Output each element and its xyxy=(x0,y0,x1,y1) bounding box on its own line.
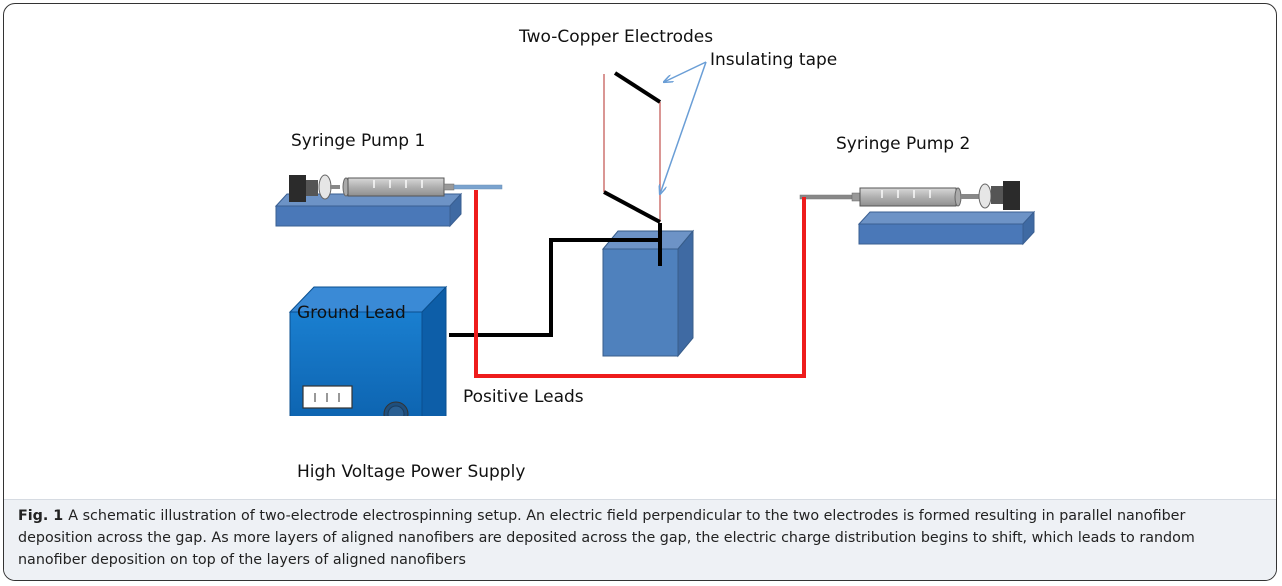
label-insulating-tape: Insulating tape xyxy=(710,50,838,70)
label-ground-lead: Ground Lead xyxy=(297,303,406,323)
copper-electrodes xyxy=(603,71,662,224)
electrospinning-diagram xyxy=(274,61,1036,416)
collector-cube xyxy=(601,229,695,358)
label-syringe-pump-2: Syringe Pump 2 xyxy=(836,134,971,154)
figure-frame: Two-Copper Electrodes Insulating tape Sy… xyxy=(3,3,1277,581)
syringe-pump-2 xyxy=(799,181,1036,246)
caption-text: A schematic illustration of two-electrod… xyxy=(18,508,1195,568)
ground-wire xyxy=(449,223,662,337)
figure-label: Fig. 1 xyxy=(18,508,69,524)
power-supply xyxy=(288,285,448,416)
label-power-supply: High Voltage Power Supply xyxy=(297,462,526,482)
diagram-area: Two-Copper Electrodes Insulating tape Sy… xyxy=(4,4,1276,416)
positive-wire xyxy=(474,190,806,378)
syringe-pump-1 xyxy=(274,174,503,228)
label-positive-leads: Positive Leads xyxy=(463,387,584,407)
insulating-tape-arrows xyxy=(660,61,707,194)
figure-caption: Fig. 1 A schematic illustration of two-e… xyxy=(4,499,1276,580)
label-electrodes: Two-Copper Electrodes xyxy=(519,27,714,47)
label-syringe-pump-1: Syringe Pump 1 xyxy=(291,131,426,151)
